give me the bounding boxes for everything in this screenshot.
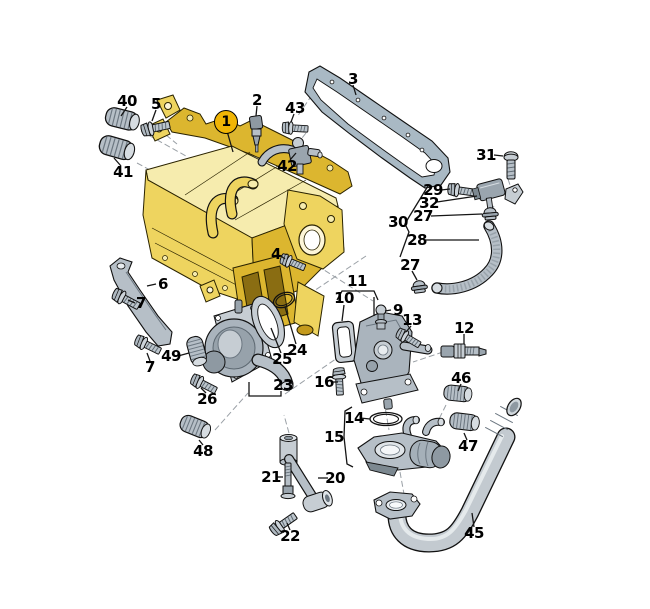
sensor-2-drawing xyxy=(248,114,264,153)
callout-28[interactable]: 28 xyxy=(407,231,427,249)
intake-manifold-drawing xyxy=(142,94,353,338)
callout-30[interactable]: 30 xyxy=(388,213,408,231)
callout-14[interactable]: 14 xyxy=(344,409,364,427)
callout-3[interactable]: 3 xyxy=(348,70,358,88)
callout-9[interactable]: 9 xyxy=(393,301,403,319)
o-ring-24-drawing xyxy=(272,291,296,309)
cap-plug-49-drawing xyxy=(184,334,209,369)
cap-plug-41-drawing xyxy=(96,133,138,163)
callout-26[interactable]: 26 xyxy=(197,390,217,408)
callout-6[interactable]: 6 xyxy=(158,275,168,293)
callout-47[interactable]: 47 xyxy=(458,437,478,455)
callout-27-upper[interactable]: 27 xyxy=(413,207,433,225)
callout-1-highlighted[interactable]: 1 xyxy=(214,110,238,134)
callout-40[interactable]: 40 xyxy=(117,92,137,110)
gasket-25-drawing xyxy=(250,295,286,349)
bolt-43-drawing xyxy=(281,120,309,136)
manifold-gasket-drawing xyxy=(304,65,451,189)
hose-28-drawing xyxy=(431,220,503,295)
stud-21-drawing xyxy=(280,462,296,500)
callout-31[interactable]: 31 xyxy=(476,146,496,164)
cap-plug-48-drawing xyxy=(177,412,214,441)
callout-22[interactable]: 22 xyxy=(280,527,300,545)
callout-7-lower[interactable]: 7 xyxy=(145,358,155,376)
callout-24[interactable]: 24 xyxy=(287,341,307,359)
support-arm-20-drawing xyxy=(279,434,333,513)
callout-21[interactable]: 21 xyxy=(261,468,281,486)
throttle-body-23-drawing xyxy=(202,299,294,391)
callout-20[interactable]: 20 xyxy=(325,469,345,487)
callout-32[interactable]: 32 xyxy=(419,194,439,212)
callout-41[interactable]: 41 xyxy=(113,163,133,181)
callout-12[interactable]: 12 xyxy=(454,319,474,337)
callout-23[interactable]: 23 xyxy=(273,376,293,394)
callout-11[interactable]: 11 xyxy=(347,272,367,290)
callout-43[interactable]: 43 xyxy=(285,99,305,117)
pipe-45-drawing xyxy=(373,397,522,553)
cap-plug-47-drawing xyxy=(448,411,481,433)
callout-2[interactable]: 2 xyxy=(252,91,262,109)
leader-lines xyxy=(113,84,504,531)
egr-valve-15-drawing xyxy=(357,415,451,477)
callout-4[interactable]: 4 xyxy=(271,245,281,263)
callout-5[interactable]: 5 xyxy=(151,95,161,113)
sensor-32-drawing xyxy=(471,178,524,213)
callout-7-upper[interactable]: 7 xyxy=(136,294,146,312)
callout-48[interactable]: 48 xyxy=(193,442,213,460)
callout-25[interactable]: 25 xyxy=(272,350,292,368)
o-ring-14-drawing xyxy=(369,411,403,427)
callout-45[interactable]: 45 xyxy=(464,524,484,542)
callout-49[interactable]: 49 xyxy=(161,347,181,365)
callout-15[interactable]: 15 xyxy=(324,428,344,446)
cap-plug-46-drawing xyxy=(442,383,474,404)
gasket-10-drawing xyxy=(331,320,358,364)
bracket-6-drawing xyxy=(109,257,173,347)
grommet-27-lower-drawing xyxy=(409,279,429,295)
ball-stud-9-drawing xyxy=(375,304,387,330)
sensor-12-drawing xyxy=(440,343,487,359)
grommet-27-upper-drawing xyxy=(481,206,500,221)
bolt-31-drawing xyxy=(503,151,519,180)
callout-10[interactable]: 10 xyxy=(334,289,354,307)
callout-29[interactable]: 29 xyxy=(423,181,443,199)
valve-42-drawing xyxy=(257,137,323,175)
callout-16[interactable]: 16 xyxy=(314,373,334,391)
callout-42[interactable]: 42 xyxy=(277,157,297,175)
callout-46[interactable]: 46 xyxy=(451,369,471,387)
callout-27-lower[interactable]: 27 xyxy=(400,256,420,274)
callout-13[interactable]: 13 xyxy=(402,311,422,329)
